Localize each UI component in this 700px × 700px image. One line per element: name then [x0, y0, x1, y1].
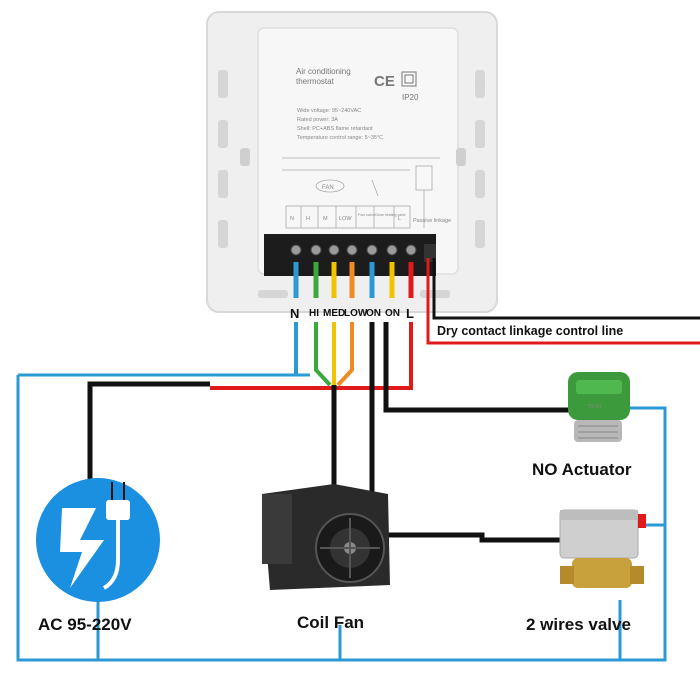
valve-icon: [559, 509, 646, 588]
spec-shell: Shell: PC+ABS flame retardant: [297, 126, 373, 132]
svg-text:MED: MED: [323, 308, 345, 319]
coil-fan-icon: [262, 484, 390, 590]
svg-text:M: M: [323, 216, 328, 222]
svg-text:Fan valve: Fan valve: [358, 212, 376, 217]
ip-rating: IP20: [402, 93, 419, 102]
power-icon: [36, 478, 160, 602]
actuator-model: TS-01: [588, 404, 602, 410]
passive-terminal: [424, 244, 436, 262]
valve-label: 2 wires valve: [526, 615, 631, 634]
schematic-terminal-labels: N H M LOW Fan valve Close heating valve …: [290, 212, 406, 222]
power-label: AC 95-220V: [38, 615, 132, 634]
dry-contact-label: Dry contact linkage control line: [437, 324, 623, 338]
svg-text:L: L: [398, 216, 401, 222]
spec-voltage: Wide voltage: 95~240VAC: [297, 108, 361, 114]
schematic-fan: FAN: [322, 185, 334, 191]
class2-icon: [401, 71, 417, 87]
svg-text:Close heating valve: Close heating valve: [375, 213, 406, 217]
wire-l-run: [210, 322, 413, 390]
terminal-labels: N HI MED LOW ON ON L: [290, 306, 414, 321]
black-wires: [87, 322, 570, 543]
schematic-passive: Passive linkage: [413, 218, 451, 224]
svg-text:ON: ON: [366, 308, 381, 319]
device-schematic: [282, 157, 440, 229]
svg-text:ON: ON: [385, 308, 400, 319]
on1-black-wire: [369, 322, 560, 543]
terminal-screws: [290, 244, 417, 256]
wire-hi-run: [314, 322, 332, 387]
power-black-wire: [87, 381, 210, 480]
device-title-line2: thermostat: [296, 77, 335, 86]
frame-wire: [16, 375, 667, 662]
on2-black-wire: [383, 322, 570, 413]
dry-contact-wires: [426, 258, 700, 345]
svg-text:LOW: LOW: [344, 308, 368, 319]
svg-text:N: N: [290, 216, 294, 222]
fan-label: Coil Fan: [297, 613, 364, 632]
svg-text:HI: HI: [309, 308, 319, 319]
svg-text:H: H: [306, 216, 310, 222]
lower-wires: [210, 322, 413, 390]
actuator-label: NO Actuator: [532, 460, 632, 479]
svg-text:L: L: [406, 306, 414, 321]
svg-text:N: N: [290, 306, 299, 321]
class2-icon-inner: [404, 74, 414, 84]
spec-power: Rated power: 3A: [297, 117, 338, 123]
vents: [218, 70, 485, 298]
device-title-line1: Air conditioning: [296, 67, 351, 76]
terminal-wires: [293, 262, 414, 298]
actuator-icon: [568, 372, 630, 442]
svg-text:LOW: LOW: [339, 216, 352, 222]
wire-low-run: [336, 322, 354, 387]
spec-temp: Temperature control range: 5~35°C: [297, 135, 383, 141]
ce-mark: CE: [374, 73, 395, 90]
